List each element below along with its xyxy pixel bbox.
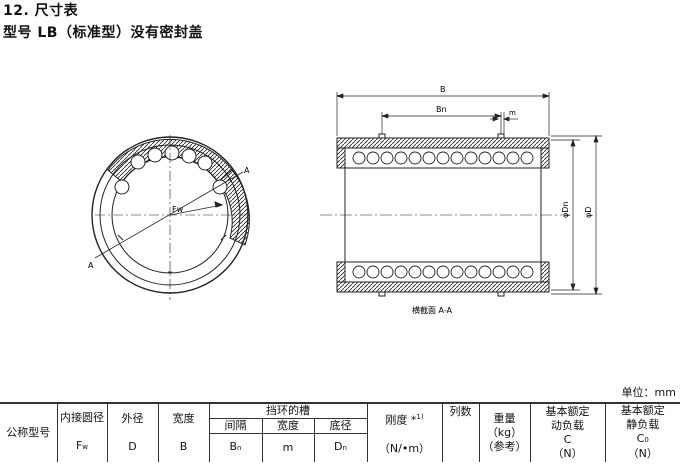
dim-b-label: B: [440, 85, 446, 94]
section-title: 12. 尺寸表: [3, 3, 79, 19]
header-groove: 挡环的槽: [208, 402, 367, 419]
header-b: 宽度 B: [157, 402, 209, 462]
fw-label: Fw: [172, 205, 184, 214]
header-dn-symbol: Dn: [313, 433, 367, 462]
header-dn: 底径: [313, 418, 367, 434]
header-static-load: 基本额定 静负载 C0 （N）: [604, 402, 680, 462]
unit-label: 单位：mm: [621, 386, 676, 399]
front-view: [91, 135, 250, 300]
header-fw: 内接圆径 Fw: [56, 402, 107, 462]
header-d: 外径 D: [106, 402, 158, 462]
technical-drawing: A A Fw: [88, 85, 602, 315]
header-stiffness: 刚度 *1) （N/•m）: [366, 402, 442, 462]
header-weight: 重量 （kg） （参考）: [478, 402, 530, 462]
section-mark-top: A: [244, 166, 250, 175]
dim-bn-label: Bn: [436, 105, 447, 114]
section-caption: 横截面 A-A: [412, 305, 453, 315]
model-subtitle: 型号 LB（标准型）没有密封盖: [3, 25, 203, 41]
dim-d-label: φD: [584, 207, 593, 218]
header-bn: 间隔: [208, 418, 262, 434]
dimension-lines: [335, 92, 602, 296]
dimension-table: 公称型号 内接圆径 Fw 外径 D 宽度 B 挡环的槽 刚度 *1) （N/•m…: [0, 402, 680, 462]
section-view: [320, 133, 570, 297]
ball-row-top: [352, 151, 534, 165]
dim-dn-label: φDn: [561, 201, 570, 218]
section-mark-bottom: A: [88, 261, 94, 270]
header-dynamic-load: 基本额定 动负载 C （N）: [529, 402, 605, 462]
header-bn-symbol: Bn: [208, 433, 262, 462]
header-m: 宽度: [261, 418, 314, 434]
header-m-symbol: m: [261, 433, 314, 462]
header-rows: 列数: [441, 402, 479, 462]
dim-m-label: m: [509, 109, 516, 117]
ball-row-bottom: [352, 265, 534, 279]
header-model: 公称型号: [0, 402, 57, 462]
